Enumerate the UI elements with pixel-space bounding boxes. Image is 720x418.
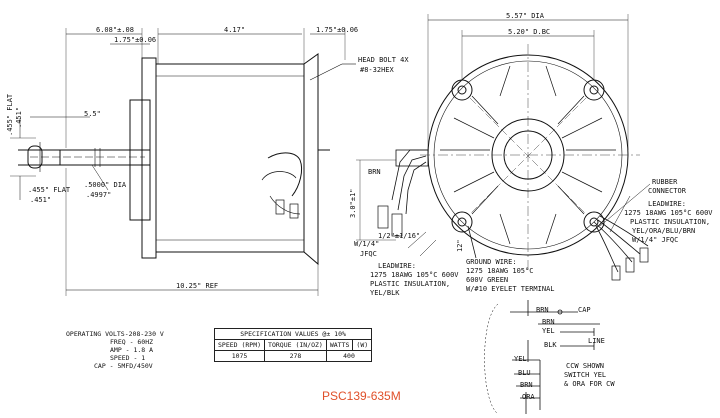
- spec-value-speed: 1075: [213, 350, 266, 362]
- head-bolt-size-label: #8-32HEX: [360, 66, 394, 74]
- brn-callout: BRN: [368, 168, 381, 176]
- operating-specs: OPERATING VOLTS-208-230 V FREQ - 60HZ AM…: [66, 330, 164, 370]
- leadwire-left-label-4: YEL/BLK: [370, 289, 400, 297]
- ccw-note-2: SWITCH YEL: [564, 371, 607, 379]
- wiring-cap: CAP: [578, 306, 591, 314]
- spec-value-watts: 400: [325, 350, 373, 362]
- side-height-dim: 3.0"±1": [349, 188, 357, 218]
- operating-amp: AMP - 1.8 A: [110, 346, 154, 354]
- wiring-ora: ORA: [522, 393, 535, 401]
- wiring-yel-2: YEL: [514, 355, 527, 363]
- operating-freq: FREQ - 60HZ: [110, 338, 154, 346]
- hub-offset-dim: 1.75"±0.06: [114, 36, 157, 44]
- leadwire-right-label-1: LEADWIRE:: [648, 200, 686, 208]
- shaft-length-dim: 6.08"±.08: [96, 26, 134, 34]
- rubber-connector-label-1: RUBBER: [652, 178, 678, 186]
- wiring-yel-1: YEL: [542, 327, 555, 335]
- ground-wire-label-3: 600V GREEN: [466, 276, 509, 284]
- leadwire-left-label-1: LEADWIRE:: [378, 262, 416, 270]
- part-number: PSC139-635M: [322, 389, 401, 403]
- leads-side-dim: 12": [456, 239, 464, 252]
- leadwire-right-label-2: 1275 18AWG 105°C 600V: [624, 209, 713, 217]
- wiring-blk: BLK: [544, 341, 557, 349]
- leadwire-right-label-3: PLASTIC INSULATION,: [630, 218, 711, 226]
- operating-cap: CAP - 5MFD/450V: [94, 362, 153, 370]
- spec-header-watts: WATTS: [325, 339, 354, 351]
- spec-table: SPECIFICATION VALUES @± 10% SPEED (RPM) …: [213, 328, 373, 362]
- ground-wire-label-2: 1275 18AWG 105°C: [466, 267, 534, 275]
- outer-dia-dim: 5.57" DIA: [506, 12, 544, 20]
- spec-table-title: SPECIFICATION VALUES @± 10%: [213, 328, 373, 340]
- shaft-dia-b-dim: .4997": [86, 191, 112, 199]
- side-jfqc-label: JFQC: [360, 250, 377, 258]
- shaft-dia-dim: .5000" DIA: [84, 181, 127, 189]
- wiring-blu: BLU: [518, 369, 531, 377]
- leadwire-right-label-4: YEL/ORA/BLU/BRN: [632, 227, 696, 235]
- ccw-note-3: & ORA FOR CW: [564, 380, 615, 388]
- spec-header-torque: TORQUE (IN/OZ): [264, 339, 327, 351]
- leadwire-left-label-2: 1275 18AWG 105°C 600V: [370, 271, 459, 279]
- shaft-flat-length-dim: 5.5": [84, 110, 101, 118]
- wiring-brn-2: BRN: [542, 318, 555, 326]
- wiring-brn-1: BRN: [536, 306, 549, 314]
- spec-value-torque: 278: [264, 350, 327, 362]
- flat-height-upper-b-dim: .451": [15, 106, 23, 128]
- head-bolt-label: HEAD BOLT 4X: [358, 56, 409, 64]
- spec-header-speed: SPEED (RPM): [213, 339, 266, 351]
- ccw-note-1: CCW SHOWN: [566, 362, 604, 370]
- flat-height-lower-b-dim: .451": [30, 196, 52, 204]
- body-length-dim: 4.17": [224, 26, 246, 34]
- end-depth-dim: 1/2"±1/16": [378, 232, 421, 240]
- operating-volts: OPERATING VOLTS-208-230 V: [66, 330, 164, 338]
- rear-extension-dim: 1.75"±0.06: [316, 26, 359, 34]
- wiring-brn-3: BRN: [520, 381, 533, 389]
- ground-wire-label-1: GROUND WIRE:: [466, 258, 517, 266]
- operating-speed: SPEED - 1: [110, 354, 146, 362]
- rubber-connector-label-2: CONNECTOR: [648, 187, 686, 195]
- bolt-circle-dim: 5.20" D.BC: [508, 28, 551, 36]
- flat-height-lower-dim: .455" FLAT: [28, 186, 71, 194]
- leadwire-left-label-3: PLASTIC INSULATION,: [370, 280, 451, 288]
- side-w-label: W/1/4": [354, 240, 380, 248]
- spec-header-unit: (W): [352, 339, 373, 351]
- ground-wire-label-4: W/#10 EYELET TERMINAL: [466, 285, 555, 293]
- overall-length-dim: 10.25" REF: [176, 282, 219, 290]
- leadwire-right-label-5: W/1/4" JFQC: [632, 236, 679, 244]
- flat-height-upper-dim: .455" FLAT: [6, 93, 14, 136]
- wiring-line: LINE: [588, 337, 605, 345]
